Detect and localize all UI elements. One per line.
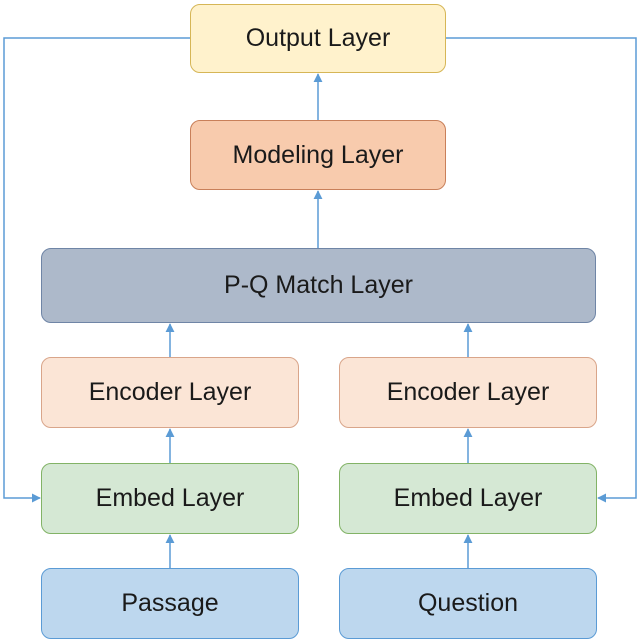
pq-match-layer-label: P-Q Match Layer — [224, 271, 413, 299]
question-input-box: Question — [339, 568, 597, 639]
modeling-layer-label: Modeling Layer — [232, 140, 404, 169]
encoder-layer-passage-label: Encoder Layer — [88, 378, 252, 406]
output-layer-box: Output Layer — [190, 4, 446, 73]
output-layer-label: Output Layer — [245, 24, 391, 52]
embed-layer-passage-box: Embed Layer — [41, 463, 299, 534]
pq-match-layer-box: P-Q Match Layer — [41, 248, 596, 323]
embed-layer-question-label: Embed Layer — [393, 484, 543, 512]
encoder-layer-question-label: Encoder Layer — [386, 378, 550, 406]
question-input-label: Question — [417, 589, 519, 617]
embed-layer-passage-label: Embed Layer — [95, 484, 245, 512]
encoder-layer-passage-box: Encoder Layer — [41, 357, 299, 428]
passage-input-label: Passage — [121, 589, 219, 617]
encoder-layer-question-box: Encoder Layer — [339, 357, 597, 428]
passage-input-box: Passage — [41, 568, 299, 639]
modeling-layer-box: Modeling Layer — [190, 120, 446, 190]
embed-layer-question-box: Embed Layer — [339, 463, 597, 534]
